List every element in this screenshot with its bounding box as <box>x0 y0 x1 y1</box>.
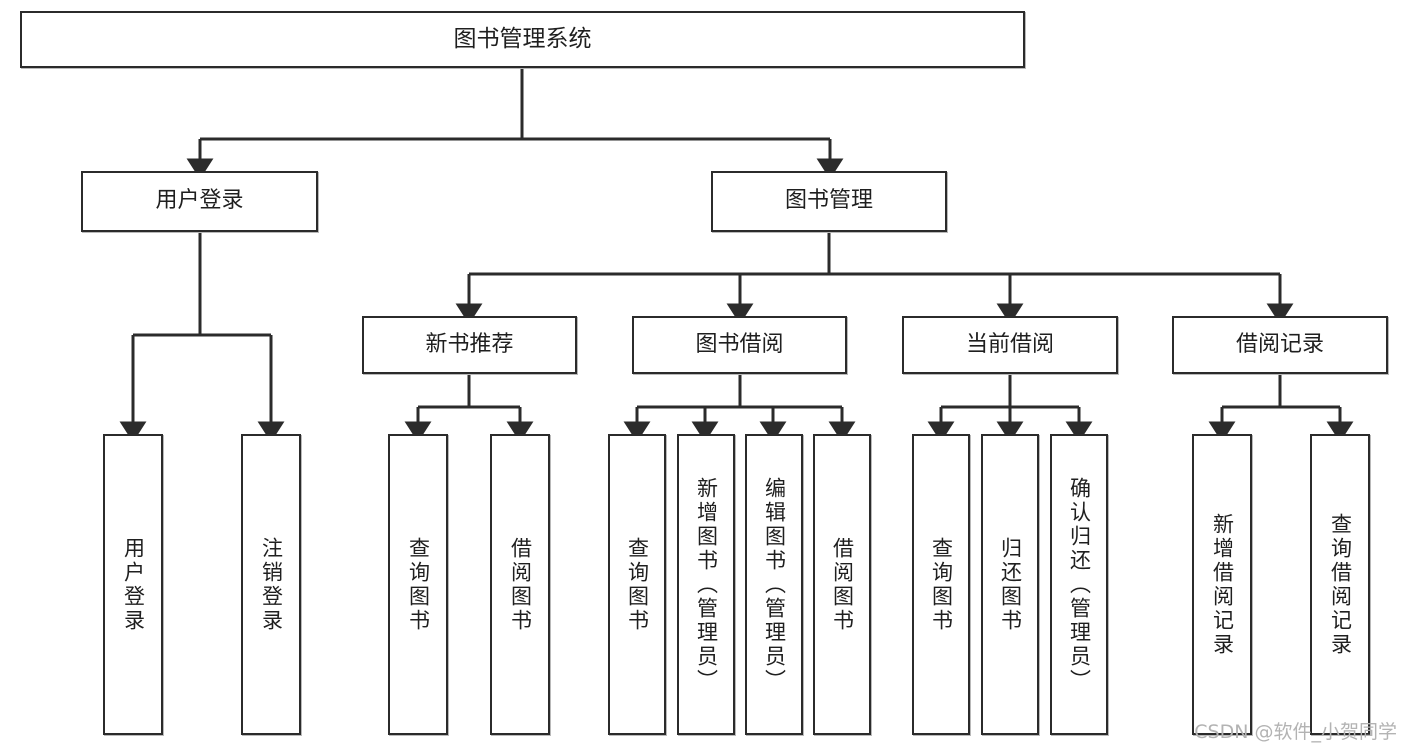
leaf-current-borrow-return-label: 归还图书 <box>998 536 1023 633</box>
node-user-login[interactable]: 用户登录 <box>81 171 318 232</box>
node-book-management[interactable]: 图书管理 <box>711 171 947 232</box>
leaf-user-login-logout[interactable]: 注销登录 <box>241 434 301 735</box>
node-new-book-recommend-label: 新书推荐 <box>425 331 514 357</box>
leaf-current-borrow-confirm-return[interactable]: 确认归还（管理员） <box>1050 434 1108 735</box>
leaf-new-book-query[interactable]: 查询图书 <box>388 434 448 735</box>
leaf-current-borrow-confirm-return-label: 确认归还（管理员） <box>1067 476 1092 693</box>
leaf-current-borrow-query-label: 查询图书 <box>929 536 954 633</box>
node-root-label: 图书管理系统 <box>453 25 592 52</box>
leaf-current-borrow-query[interactable]: 查询图书 <box>912 434 970 735</box>
leaf-borrow-record-add-label: 新增借阅记录 <box>1210 512 1235 657</box>
leaf-user-login-login-label: 用户登录 <box>121 536 146 633</box>
leaf-book-borrow-borrow-label: 借阅图书 <box>830 536 855 633</box>
leaf-borrow-record-query[interactable]: 查询借阅记录 <box>1310 434 1370 735</box>
leaf-book-borrow-query[interactable]: 查询图书 <box>608 434 666 735</box>
leaf-book-borrow-borrow[interactable]: 借阅图书 <box>813 434 871 735</box>
node-current-borrow-label: 当前借阅 <box>965 331 1054 357</box>
leaf-book-borrow-add[interactable]: 新增图书（管理员） <box>677 434 735 735</box>
leaf-new-book-query-label: 查询图书 <box>406 536 431 633</box>
leaf-current-borrow-return[interactable]: 归还图书 <box>981 434 1039 735</box>
leaf-user-login-logout-label: 注销登录 <box>259 536 284 633</box>
leaf-borrow-record-add[interactable]: 新增借阅记录 <box>1192 434 1252 735</box>
node-book-borrow-label: 图书借阅 <box>695 331 784 357</box>
leaf-new-book-borrow[interactable]: 借阅图书 <box>490 434 550 735</box>
leaf-book-borrow-edit-label: 编辑图书（管理员） <box>762 476 787 693</box>
node-borrow-record-label: 借阅记录 <box>1235 331 1324 357</box>
leaf-book-borrow-edit[interactable]: 编辑图书（管理员） <box>745 434 803 735</box>
leaf-book-borrow-query-label: 查询图书 <box>625 536 650 633</box>
node-user-login-label: 用户登录 <box>155 188 244 214</box>
node-book-management-label: 图书管理 <box>784 188 873 214</box>
leaf-user-login-login[interactable]: 用户登录 <box>103 434 163 735</box>
leaf-book-borrow-add-label: 新增图书（管理员） <box>694 476 719 693</box>
node-root-book-management-system[interactable]: 图书管理系统 <box>20 11 1025 68</box>
leaf-new-book-borrow-label: 借阅图书 <box>508 536 533 633</box>
node-borrow-record[interactable]: 借阅记录 <box>1172 316 1388 374</box>
node-new-book-recommend[interactable]: 新书推荐 <box>362 316 577 374</box>
node-current-borrow[interactable]: 当前借阅 <box>902 316 1118 374</box>
node-book-borrow[interactable]: 图书借阅 <box>632 316 847 374</box>
leaf-borrow-record-query-label: 查询借阅记录 <box>1328 512 1353 657</box>
